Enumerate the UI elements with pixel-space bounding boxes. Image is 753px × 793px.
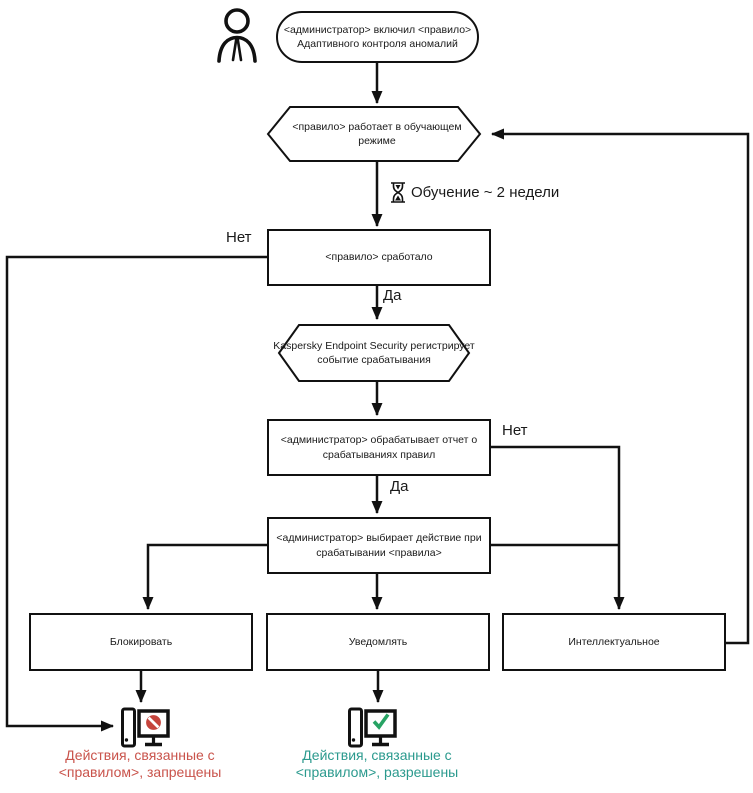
triggered-node-shape — [267, 229, 491, 286]
edge-label-training: Обучение ~ 2 недели — [411, 184, 560, 201]
edge-label-no-triggered: Нет — [226, 229, 252, 246]
report-node-shape — [267, 419, 491, 476]
registered-node-label: Kaspersky Endpoint Security регистрирует… — [273, 339, 475, 366]
allowed-computer-icon — [348, 707, 397, 748]
choose-node-shape — [267, 517, 491, 574]
block-node-label: Блокировать — [109, 635, 173, 648]
edge-smart-feedback-loop — [491, 128, 750, 645]
edge-label-yes-report: Да — [390, 478, 409, 495]
check-mark-icon — [372, 713, 390, 730]
smart-node-label: Интеллектуальное — [568, 635, 660, 648]
blocked-computer-icon — [121, 707, 170, 748]
learning-node-label: <правило> работает в обучающем режиме — [292, 120, 462, 147]
triggered-node-label: <правило> сработало — [325, 251, 433, 264]
edge-choose-to-block — [142, 543, 268, 610]
choose-node-label: <администратор> выбирает действие при ср… — [276, 532, 482, 559]
hourglass-icon — [391, 182, 405, 203]
start-node-shape — [276, 11, 479, 63]
registered-node-shape — [277, 324, 471, 382]
learning-node-shape — [266, 106, 482, 162]
notify-node-label: Уведомлять — [348, 635, 408, 648]
allowed-outcome-caption: Действия, связанные с <правилом>, разреш… — [295, 747, 459, 780]
flow-connectors — [5, 62, 750, 732]
block-node-shape — [29, 613, 253, 671]
edge-triggered-no-loop — [5, 255, 268, 732]
report-node-label: <администратор> обрабатывает отчет о сра… — [280, 434, 478, 461]
denied-outcome-caption: Действия, связанные с <правилом>, запрещ… — [58, 747, 222, 780]
edge-label-no-report: Нет — [502, 422, 528, 439]
start-node-label: <администратор> включил <правило> Адапти… — [283, 23, 472, 50]
node-shapes — [29, 11, 726, 671]
person-icon — [217, 8, 257, 63]
edge-report-no — [490, 445, 625, 610]
notify-node-shape — [266, 613, 490, 671]
smart-node-shape — [502, 613, 726, 671]
edge-label-yes-triggered: Да — [383, 287, 402, 304]
